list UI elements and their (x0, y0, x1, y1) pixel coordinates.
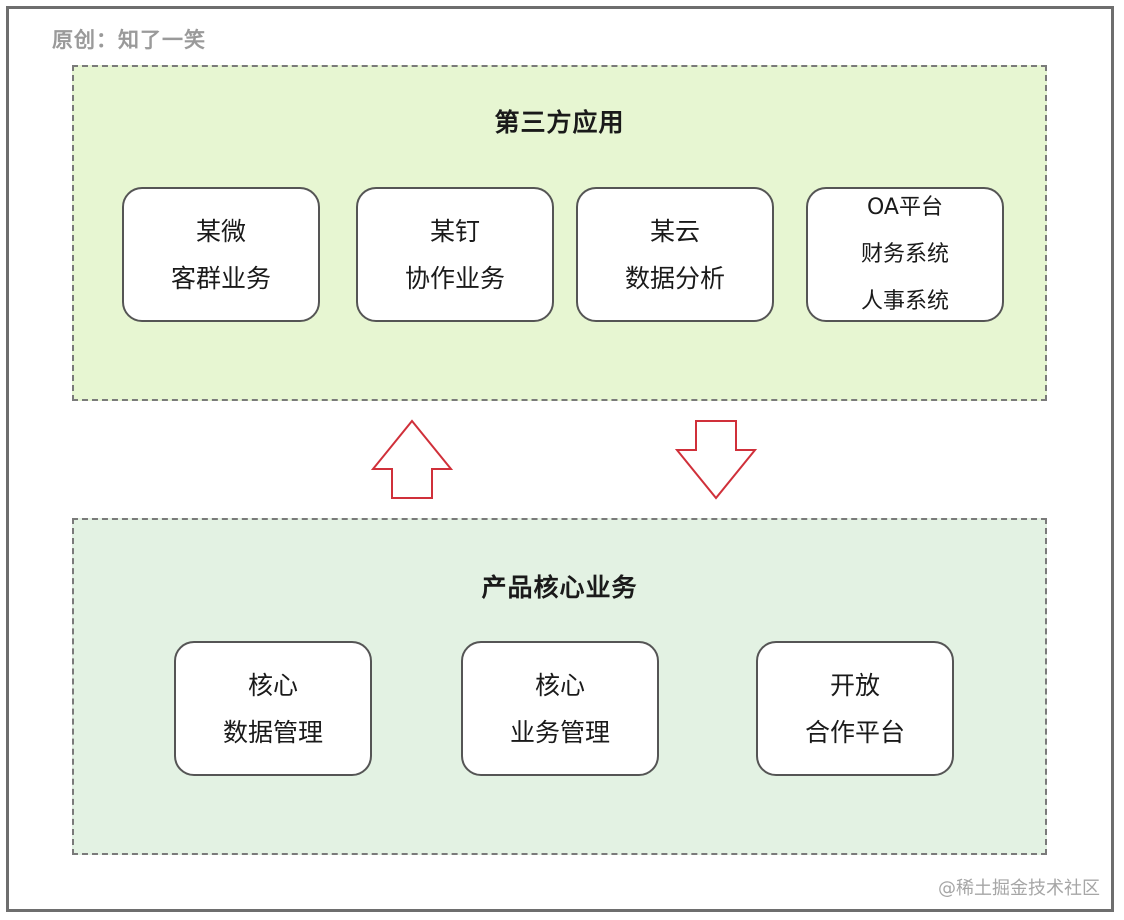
box-wechat-customer: 某微 客群业务 (122, 187, 320, 322)
box-line: 业务管理 (509, 717, 610, 747)
box-line: 数据分析 (624, 263, 725, 293)
box-line: 某微 (195, 216, 246, 246)
box-line: 某云 (649, 216, 700, 246)
box-line: 合作平台 (804, 717, 905, 747)
box-line: 核心 (247, 670, 298, 700)
third-party-layer-title: 第三方应用 (494, 108, 625, 137)
box-line: 核心 (534, 670, 585, 700)
box-core-data: 核心 数据管理 (174, 641, 372, 776)
box-line: 财务系统 (860, 242, 949, 267)
core-business-layer-title: 产品核心业务 (481, 573, 638, 602)
author-label: 原创：知了一笑 (52, 28, 206, 52)
box-line: OA平台 (867, 195, 943, 220)
box-dingtalk-collab: 某钉 协作业务 (356, 187, 554, 322)
box-line: 开放 (829, 670, 880, 700)
box-line: 协作业务 (404, 263, 505, 293)
box-open-partner: 开放 合作平台 (756, 641, 954, 776)
box-line: 某钉 (429, 216, 480, 246)
box-line: 客群业务 (170, 263, 271, 293)
box-line: 人事系统 (860, 289, 949, 314)
watermark-text: @稀土掘金技术社区 (938, 878, 1100, 899)
box-line: 数据管理 (222, 717, 323, 747)
box-core-business: 核心 业务管理 (461, 641, 659, 776)
box-oa-finance-hr: OA平台 财务系统 人事系统 (806, 187, 1004, 322)
box-cloud-analytics: 某云 数据分析 (576, 187, 774, 322)
